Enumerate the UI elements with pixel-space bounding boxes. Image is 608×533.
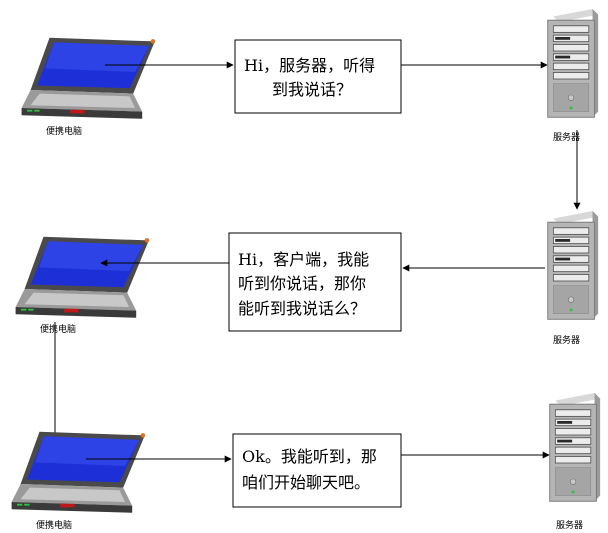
message-line: 能听到我说话么？ <box>238 299 366 318</box>
message-line: 咱们开始聊天吧。 <box>242 473 370 492</box>
message-box <box>228 232 402 332</box>
step-2: 便携电脑 服务器 Hi，客户端，我能 听到你说话，那你 能听到我说话么？ <box>15 210 599 346</box>
laptop-label: 便携电脑 <box>40 323 76 335</box>
message-line: Hi，服务器，听得 <box>244 56 375 75</box>
message-line: Hi，客户端，我能 <box>238 250 369 269</box>
server-icon <box>547 210 599 320</box>
message-line: 到我说话？ <box>272 80 352 99</box>
message-box <box>234 39 402 114</box>
message-line: 听到你说话，那你 <box>238 274 366 293</box>
server-icon <box>547 8 599 118</box>
laptop-icon <box>21 37 156 119</box>
laptop-label: 便携电脑 <box>36 519 72 531</box>
step-1: 便携电脑 服务器 Hi，服务器，听得 到我说话？ <box>21 8 599 143</box>
server-label: 服务器 <box>553 131 580 143</box>
server-label: 服务器 <box>556 519 583 531</box>
message-box <box>232 433 402 508</box>
laptop-icon <box>15 236 150 318</box>
server-icon <box>549 392 601 502</box>
message-line: Ok。我能听到，那 <box>242 447 377 466</box>
laptop-label: 便携电脑 <box>46 125 82 137</box>
laptop-icon <box>11 431 146 513</box>
step-3: 便携电脑 服务器 Ok。我能听到，那 咱们开始聊天吧。 <box>11 392 601 531</box>
server-label: 服务器 <box>553 334 580 346</box>
